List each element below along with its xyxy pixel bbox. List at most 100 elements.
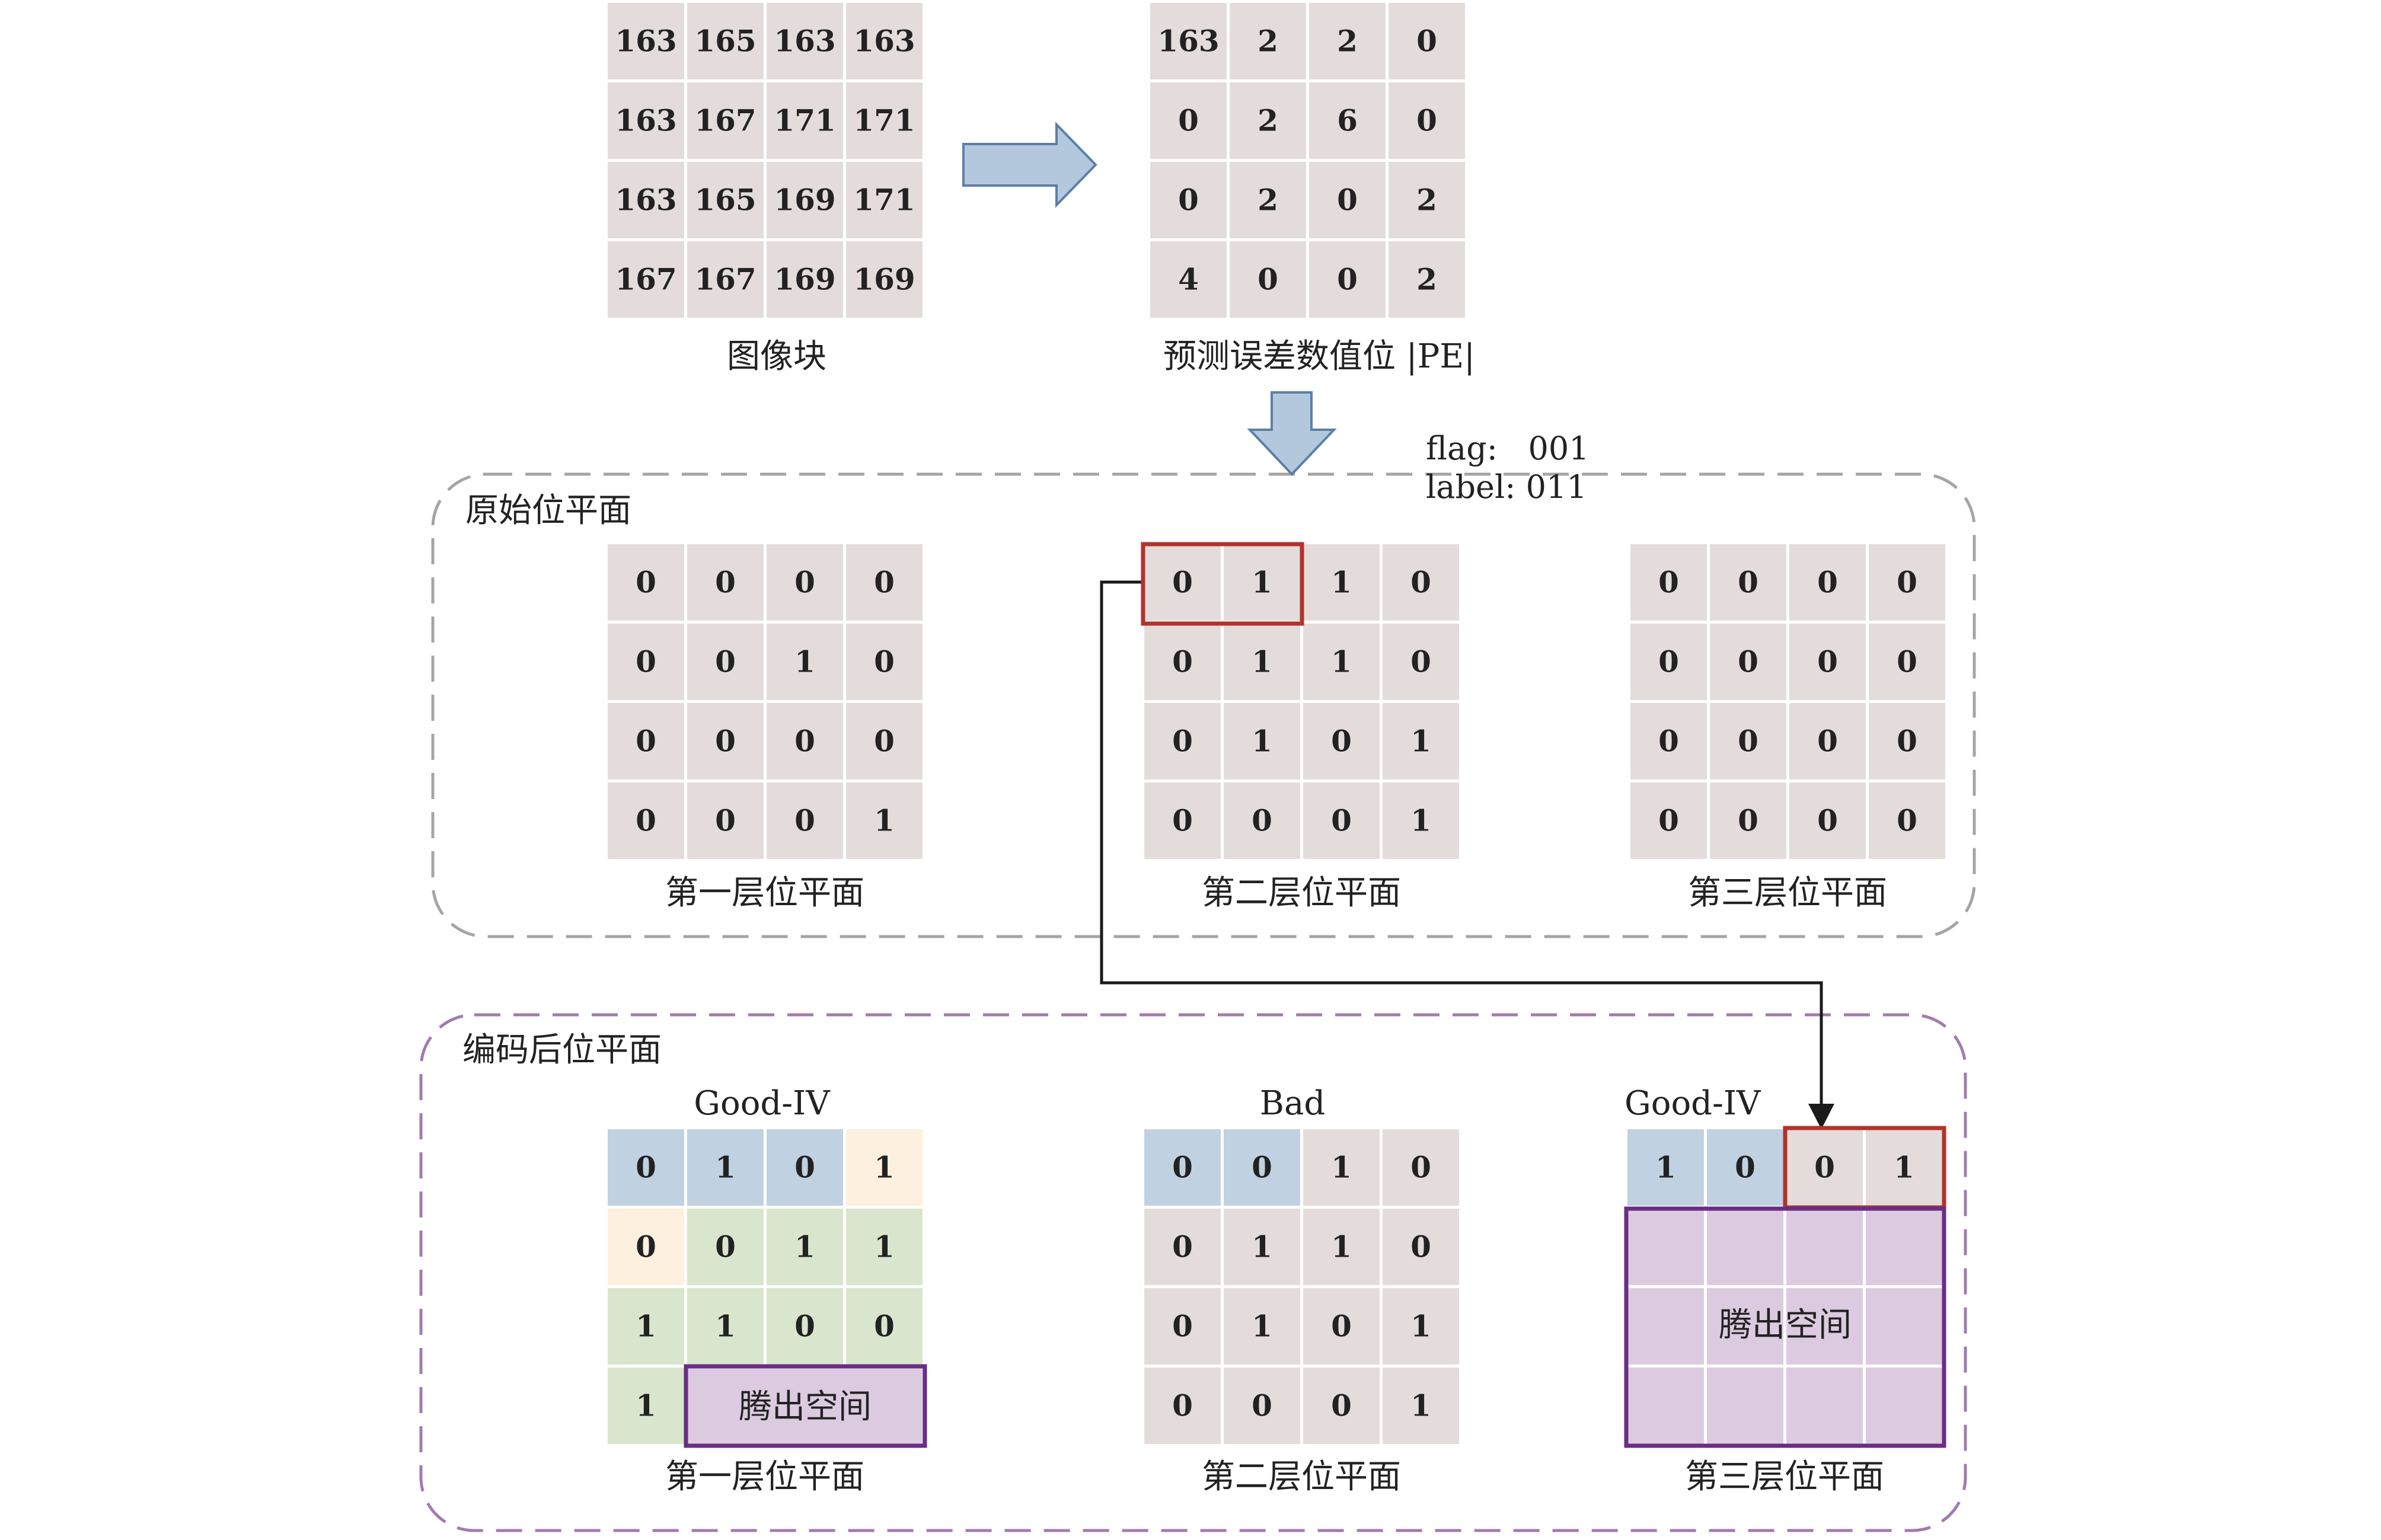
- grid-cell: [1789, 624, 1866, 700]
- cell-value: 0: [636, 1229, 656, 1264]
- cell-value: 0: [1178, 103, 1199, 138]
- image-block-caption: 图像块: [727, 337, 826, 376]
- grid-cell: [1383, 782, 1459, 859]
- grid-cell: [687, 703, 764, 779]
- grid-cell: [1309, 82, 1386, 159]
- grid-cell: [1866, 1288, 1942, 1365]
- cell-value: 1: [636, 1309, 656, 1344]
- grid-cell: [1869, 782, 1945, 859]
- cell-value: 0: [636, 644, 656, 679]
- grid-cell: [1224, 1288, 1300, 1365]
- cell-value: 0: [636, 803, 656, 838]
- encoded-bitplanes-frame: [419, 1013, 1967, 1532]
- cell-value: 0: [1172, 1388, 1193, 1423]
- cell-value: 0: [794, 1150, 815, 1185]
- encoded-plane-2-type: Bad: [1260, 1084, 1325, 1123]
- cell-value: 0: [1172, 1229, 1193, 1264]
- grid-cell: [767, 162, 843, 238]
- cell-value: 1: [874, 1229, 895, 1264]
- grid-cell: [608, 782, 684, 859]
- grid-cell: [1630, 703, 1707, 779]
- cell-value: 0: [1172, 1309, 1193, 1344]
- cell-value: 0: [1410, 565, 1431, 600]
- grid-cell: [767, 544, 843, 621]
- grid-cell: [608, 1368, 684, 1444]
- grid-cell: [1710, 782, 1786, 859]
- cell-value: 0: [794, 724, 815, 759]
- cell-value: 1: [1252, 1309, 1272, 1344]
- grid-cell: [1224, 782, 1300, 859]
- cell-value: 1: [1252, 565, 1272, 600]
- cell-value: 6: [1337, 103, 1358, 138]
- grid-cell: [687, 82, 764, 159]
- cell-value: 0: [1735, 1150, 1756, 1185]
- cell-value: 0: [715, 724, 736, 759]
- grid-cell: [767, 624, 843, 700]
- freed-space-box-third-plane: [1624, 1206, 1946, 1448]
- encoded-bitplanes-title: 编码后位平面: [462, 1031, 662, 1069]
- grid-cell: [767, 3, 843, 79]
- cell-value: 0: [715, 803, 736, 838]
- grid-cell: [1866, 1129, 1942, 1206]
- grid-cell: [1303, 1368, 1380, 1444]
- cell-value: 0: [874, 565, 895, 600]
- grid-cell: [687, 624, 764, 700]
- grid-cell: [1144, 703, 1221, 779]
- grid-cell: [1789, 544, 1866, 621]
- grid-cell: [1383, 1129, 1459, 1206]
- grid-cell: [687, 1209, 764, 1285]
- cell-value: 163: [774, 24, 835, 59]
- cell-value: 0: [1738, 565, 1758, 600]
- grid-cell: [608, 3, 684, 79]
- grid-cell: [1389, 3, 1465, 79]
- cell-value: 165: [694, 183, 756, 218]
- grid-cell: [1789, 703, 1866, 779]
- encoded-plane-1-type: Good-IV: [694, 1084, 831, 1123]
- grid-cell: [687, 1288, 764, 1365]
- grid-cell: [1224, 1129, 1300, 1206]
- grid-cell: [846, 82, 923, 159]
- cell-value: 1: [1331, 565, 1352, 600]
- grid-cell: [1707, 1209, 1783, 1285]
- cell-value: 1: [1331, 644, 1352, 679]
- grid-cell: [1224, 544, 1300, 621]
- cell-value: 1: [1410, 803, 1431, 838]
- cell-value: 2: [1416, 262, 1437, 297]
- grid-cell: [1309, 241, 1386, 318]
- cell-value: 1: [1252, 1229, 1272, 1264]
- grid-cell: [767, 703, 843, 779]
- cell-value: 163: [615, 183, 676, 218]
- cell-value: 165: [694, 24, 756, 59]
- cell-value: 0: [1172, 565, 1193, 600]
- cell-value: 0: [1410, 644, 1431, 679]
- grid-cell: [1707, 1368, 1783, 1444]
- grid-cell: [1309, 3, 1386, 79]
- grid-cell: [608, 703, 684, 779]
- cell-value: 0: [1331, 1309, 1352, 1344]
- cell-value: 0: [1331, 724, 1352, 759]
- grid-cell: [767, 1288, 843, 1365]
- cell-value: 1: [1331, 1229, 1352, 1264]
- grid-cell: [767, 1129, 843, 1206]
- grid-cell: [1630, 544, 1707, 621]
- right-block-arrow: [962, 122, 1097, 208]
- grid-cell: [1150, 162, 1227, 238]
- original-plane-1-caption: 第一层位平面: [665, 874, 864, 912]
- encoded-plane-2-caption: 第二层位平面: [1202, 1458, 1401, 1496]
- freed-space-label-first-plane: 腾出空间: [739, 1388, 872, 1426]
- label-text: label: 011: [1426, 468, 1587, 506]
- grid-cell: [608, 544, 684, 621]
- grid-cell: [1786, 1368, 1863, 1444]
- grid-cell: [846, 782, 923, 859]
- grid-cell: [1710, 703, 1786, 779]
- grid-cell: [1303, 1288, 1380, 1365]
- grid-cell: [1150, 82, 1227, 159]
- cell-value: 0: [1416, 103, 1437, 138]
- cell-value: 0: [1337, 262, 1358, 297]
